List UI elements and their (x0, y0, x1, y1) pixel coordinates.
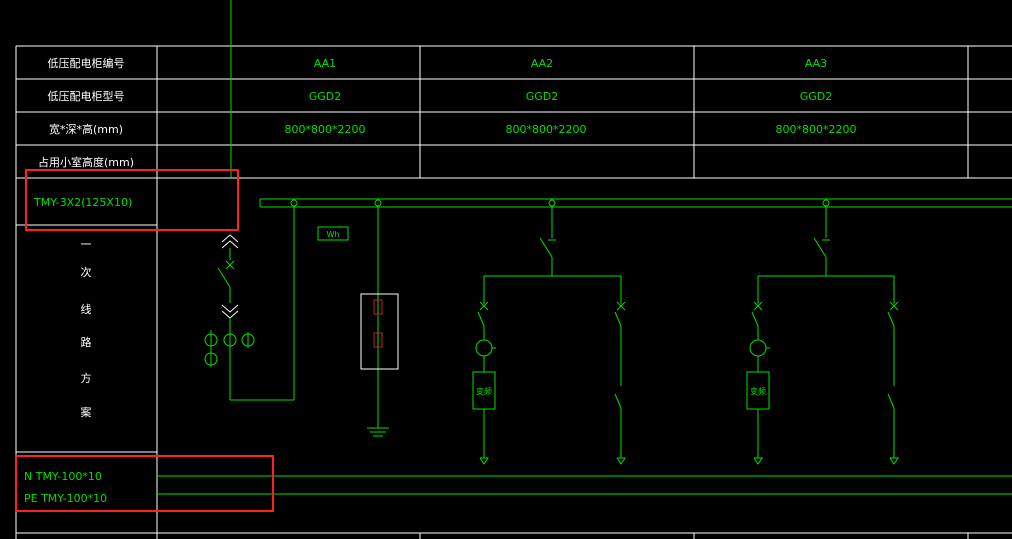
aa1-incoming-circuit (204, 199, 298, 401)
n-pe-highlight (15, 455, 274, 512)
energy-meter (317, 226, 349, 241)
cabinet-code-aa2: AA2 (531, 57, 553, 70)
busbar-label: TMY-3X2(125X10) (33, 196, 132, 209)
row-label-height: 占用小室高度(mm) (38, 155, 134, 169)
cabinet-model-aa2: GGD2 (526, 90, 559, 103)
busbar-highlight (25, 169, 239, 231)
cabinet-code-aa1: AA1 (314, 57, 336, 70)
scheme-label-1: 一 (81, 238, 92, 251)
scheme-label-5: 方 (81, 371, 92, 385)
scheme-label-3: 线 (81, 302, 92, 316)
row-label-dims: 宽*深*高(mm) (49, 122, 123, 136)
row-label-code: 低压配电柜编号 (48, 56, 125, 70)
row-label-model: 低压配电柜型号 (48, 89, 125, 103)
aa3-feeder-circuit (746, 199, 899, 465)
surge-protector-branch (360, 199, 399, 437)
pe-bar-label: PE TMY-100*10 (24, 492, 107, 505)
energy-meter-label: Wh (327, 230, 340, 239)
table-frame (15, 45, 1012, 539)
cabinet-dims-aa1: 800*800*2200 (285, 123, 366, 136)
cabinet-model-aa1: GGD2 (309, 90, 342, 103)
cabinet-model-aa3: GGD2 (800, 90, 833, 103)
scheme-label-4: 路 (81, 336, 92, 349)
aa2-vfd-label: 变频 (476, 386, 492, 396)
cabinet-dims-aa3: 800*800*2200 (776, 123, 857, 136)
scheme-label-6: 案 (81, 405, 92, 419)
cabinet-code-aa3: AA3 (805, 57, 827, 70)
aa3-vfd-label: 变频 (750, 386, 766, 396)
aa2-feeder-circuit (472, 199, 626, 465)
cabinet-dims-aa2: 800*800*2200 (506, 123, 587, 136)
n-bar-label: N TMY-100*10 (24, 470, 102, 483)
scheme-label-2: 次 (81, 265, 92, 279)
main-busbar (259, 198, 1012, 208)
